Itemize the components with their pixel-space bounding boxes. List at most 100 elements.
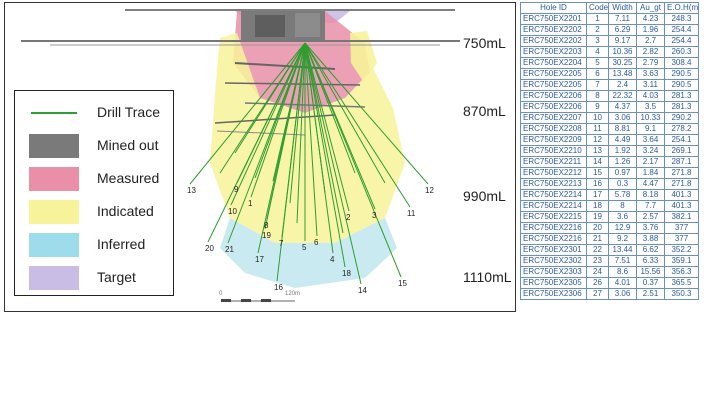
- cell-au: 4.47: [636, 178, 665, 190]
- cell-au: 9.1: [636, 123, 665, 135]
- drill-traces: [189, 42, 429, 285]
- legend-swatch: [29, 233, 79, 257]
- drill-trace: [219, 42, 306, 174]
- cell-hole-id: ERC750EX2202: [520, 24, 587, 36]
- drill-trace: [250, 42, 306, 198]
- level-label-1110: 1110mL: [463, 269, 512, 285]
- cell-code: 8: [586, 90, 609, 102]
- cell-width: 9.17: [608, 35, 637, 47]
- legend-label: Mined out: [97, 137, 159, 153]
- cell-au: 2.57: [636, 211, 665, 223]
- cell-code: 5: [586, 57, 609, 69]
- cell-au: 2.51: [636, 288, 665, 300]
- col-code: Code: [586, 2, 609, 14]
- hole-label: 19: [262, 231, 271, 240]
- cell-eoh: 281.3: [664, 101, 699, 113]
- cell-hole-id: ERC750EX2214: [520, 200, 587, 212]
- hole-label: 5: [302, 243, 307, 252]
- cell-hole-id: ERC750EX2302: [520, 255, 587, 267]
- cell-eoh: 377: [664, 233, 699, 245]
- cell-width: 1.26: [608, 156, 637, 168]
- cell-eoh: 290.5: [664, 79, 699, 91]
- cell-width: 9.2: [608, 233, 637, 245]
- drill-trace: [304, 42, 386, 184]
- inferred-zone: [220, 218, 397, 288]
- legend-label: Target: [97, 269, 136, 285]
- cell-eoh: 260.3: [664, 46, 699, 58]
- drill-trace: [276, 42, 306, 282]
- hole-label: 20: [205, 244, 214, 253]
- drill-trace: [207, 42, 306, 243]
- hole-label: 14: [358, 286, 367, 295]
- cell-width: 8.6: [608, 266, 637, 278]
- cell-au: 3.64: [636, 134, 665, 146]
- cell-au: 3.76: [636, 222, 665, 234]
- cell-hole-id: ERC750EX2216: [520, 222, 587, 234]
- cell-width: 4.01: [608, 277, 637, 289]
- cell-hole-id: ERC750EX2301: [520, 244, 587, 256]
- drill-trace: [296, 42, 306, 224]
- drill-trace: [304, 42, 346, 268]
- hole-label: 7: [279, 239, 284, 248]
- legend-label: Indicated: [97, 203, 154, 219]
- cell-au: 10.33: [636, 112, 665, 124]
- cell-eoh: 382.1: [664, 211, 699, 223]
- cell-code: 27: [586, 288, 609, 300]
- cell-au: 2.82: [636, 46, 665, 58]
- cell-hole-id: ERC750EX2201: [520, 13, 587, 25]
- cell-eoh: 290.5: [664, 68, 699, 80]
- cell-eoh: 269.1: [664, 145, 699, 157]
- legend-item: Mined out: [25, 134, 175, 158]
- legend-item: Measured: [25, 167, 175, 191]
- cell-hole-id: ERC750EX2204: [520, 57, 587, 69]
- cell-eoh: 290.2: [664, 112, 699, 124]
- cell-eoh: 287.1: [664, 156, 699, 168]
- drill-trace: [289, 42, 306, 204]
- cell-hole-id: ERC750EX2213: [520, 178, 587, 190]
- cell-au: 15.56: [636, 266, 665, 278]
- hole-label: 12: [425, 186, 434, 195]
- hole-label: 1: [248, 199, 253, 208]
- cell-hole-id: ERC750EX2205: [520, 79, 587, 91]
- cell-width: 13.48: [608, 68, 637, 80]
- cell-au: 2.17: [636, 156, 665, 168]
- cell-width: 4.37: [608, 101, 637, 113]
- cell-code: 1: [586, 13, 609, 25]
- cell-width: 8: [608, 200, 637, 212]
- cell-au: 7.7: [636, 200, 665, 212]
- cell-code: 18: [586, 200, 609, 212]
- cell-eoh: 377: [664, 222, 699, 234]
- cell-width: 13.44: [608, 244, 637, 256]
- hole-label: 9: [234, 185, 239, 194]
- hole-label: 21: [225, 245, 234, 254]
- cell-eoh: 254.4: [664, 24, 699, 36]
- cell-width: 5.78: [608, 189, 637, 201]
- cell-hole-id: ERC750EX2203: [520, 46, 587, 58]
- cell-eoh: 359.1: [664, 255, 699, 267]
- drill-trace: [304, 42, 350, 212]
- legend-label: Drill Trace: [97, 104, 161, 120]
- cell-code: 4: [586, 46, 609, 58]
- cell-code: 24: [586, 266, 609, 278]
- cell-au: 2.7: [636, 35, 665, 47]
- cell-au: 1.96: [636, 24, 665, 36]
- cell-hole-id: ERC750EX2212: [520, 167, 587, 179]
- cell-code: 15: [586, 167, 609, 179]
- cell-hole-id: ERC750EX2208: [520, 123, 587, 135]
- hole-label: 18: [342, 269, 351, 278]
- cell-hole-id: ERC750EX2209: [520, 134, 587, 146]
- cell-width: 2.4: [608, 79, 637, 91]
